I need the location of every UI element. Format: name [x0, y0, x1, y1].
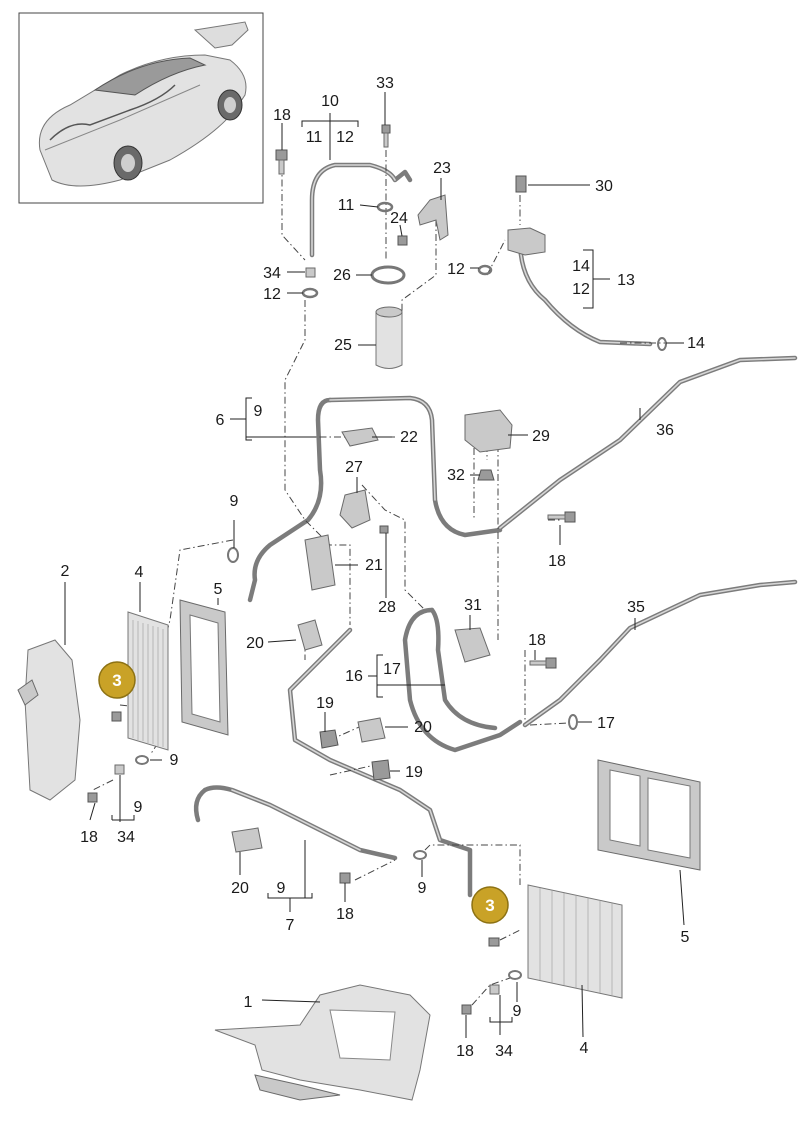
- part-label-12: 12: [263, 286, 281, 303]
- part-label-20: 20: [414, 719, 432, 736]
- part-label-4: 4: [580, 1040, 589, 1057]
- part-label-9: 9: [418, 880, 427, 897]
- callout-badge-text: 3: [485, 896, 494, 915]
- part-label-5: 5: [214, 581, 223, 598]
- part-label-22: 22: [400, 429, 418, 446]
- part-label-9: 9: [230, 493, 239, 510]
- part-label-17: 17: [597, 715, 615, 732]
- callout-badge-3-right[interactable]: 3: [471, 886, 509, 924]
- part-label-19: 19: [316, 695, 334, 712]
- part-label-23: 23: [433, 160, 451, 177]
- part-label-12: 12: [336, 129, 354, 146]
- callout-badge-text: 3: [112, 671, 121, 690]
- part-label-9: 9: [254, 403, 263, 420]
- part-label-16: 16: [345, 668, 363, 685]
- part-label-34: 34: [263, 265, 281, 282]
- part-label-19: 19: [405, 764, 423, 781]
- part-label-18: 18: [548, 553, 566, 570]
- part-label-36: 36: [656, 422, 674, 439]
- part-label-18: 18: [336, 906, 354, 923]
- assembly-lines: [92, 150, 665, 1006]
- part-label-24: 24: [390, 210, 408, 227]
- part-label-18: 18: [456, 1043, 474, 1060]
- part-label-35: 35: [627, 599, 645, 616]
- part-label-28: 28: [378, 599, 396, 616]
- part-label-12: 12: [572, 281, 590, 298]
- part-label-4: 4: [135, 564, 144, 581]
- part-label-7: 7: [286, 917, 295, 934]
- part-label-9: 9: [170, 752, 179, 769]
- part-label-11: 11: [338, 197, 355, 214]
- part-label-18: 18: [528, 632, 546, 649]
- refrigerant-lines: [193, 162, 798, 898]
- part-label-29: 29: [532, 428, 550, 445]
- part-label-9: 9: [134, 799, 143, 816]
- callout-badge-3-left[interactable]: 3: [98, 661, 136, 699]
- part-label-21: 21: [365, 557, 383, 574]
- part-label-20: 20: [231, 880, 249, 897]
- part-label-26: 26: [333, 267, 351, 284]
- part-label-18: 18: [273, 107, 291, 124]
- part-label-9: 9: [277, 880, 286, 897]
- part-label-5: 5: [681, 929, 690, 946]
- part-label-34: 34: [495, 1043, 513, 1060]
- part-label-14: 14: [572, 258, 590, 275]
- part-label-14: 14: [687, 335, 705, 352]
- parts: [17, 124, 701, 1101]
- part-label-18: 18: [80, 829, 98, 846]
- part-label-2: 2: [61, 563, 70, 580]
- vehicle-overview-inset: [18, 12, 264, 204]
- part-label-1: 1: [244, 994, 253, 1011]
- part-label-20: 20: [246, 635, 264, 652]
- part-label-13: 13: [617, 272, 635, 289]
- part-label-9: 9: [513, 1003, 522, 1020]
- part-label-6: 6: [216, 412, 225, 429]
- part-label-10: 10: [321, 93, 339, 110]
- part-label-34: 34: [117, 829, 135, 846]
- part-label-33: 33: [376, 75, 394, 92]
- part-label-32: 32: [447, 467, 465, 484]
- part-label-17: 17: [383, 661, 401, 678]
- part-label-25: 25: [334, 337, 352, 354]
- part-label-11: 11: [306, 129, 323, 146]
- part-label-12: 12: [447, 261, 465, 278]
- part-label-31: 31: [464, 597, 482, 614]
- part-labels: 10 11 12 33 18 11 23 24 26 34 12 25 12 3…: [61, 75, 705, 1060]
- part-label-27: 27: [345, 459, 363, 476]
- leader-lines: [64, 92, 685, 1038]
- part-label-30: 30: [595, 178, 613, 195]
